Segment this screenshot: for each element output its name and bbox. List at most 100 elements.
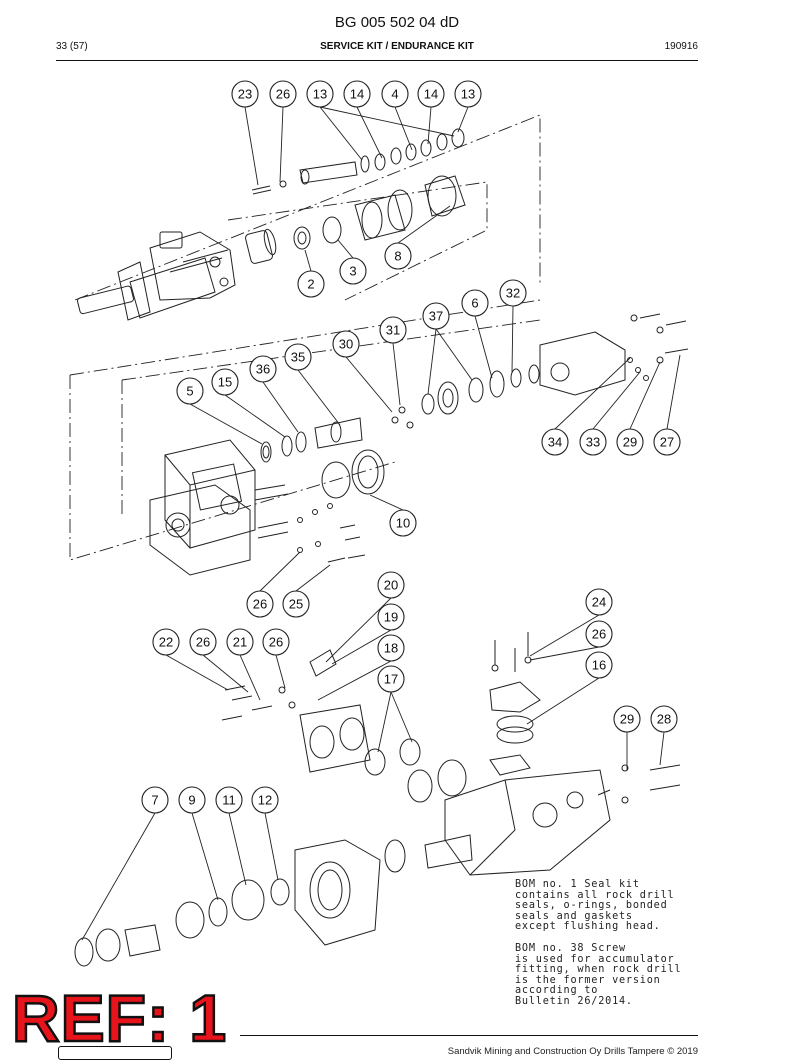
- callout-15: 15: [211, 368, 239, 396]
- callout-6: 6: [461, 289, 489, 317]
- callout-26: 26: [246, 590, 274, 618]
- callout-12: 12: [251, 786, 279, 814]
- callout-label: 6: [471, 296, 478, 311]
- callout-27: 27: [653, 428, 681, 456]
- callout-label: 20: [384, 578, 398, 593]
- callout-24: 24: [585, 588, 613, 616]
- callout-22: 22: [152, 628, 180, 656]
- callout-circle: [332, 330, 360, 358]
- page-number: 33 (57): [56, 41, 88, 52]
- callout-label: 14: [424, 87, 438, 102]
- callout-circle: [417, 80, 445, 108]
- callout-circle: [246, 590, 274, 618]
- callout-label: 2: [307, 277, 314, 292]
- callout-label: 23: [238, 87, 252, 102]
- callout-32: 32: [499, 279, 527, 307]
- callout-8: 8: [384, 242, 412, 270]
- callout-circle: [249, 355, 277, 383]
- document-title: BG 005 502 04 dD: [334, 14, 460, 31]
- callout-label: 26: [276, 87, 290, 102]
- callout-circle: [251, 786, 279, 814]
- callout-label: 36: [256, 362, 270, 377]
- callout-5: 5: [176, 377, 204, 405]
- callout-circle: [541, 428, 569, 456]
- callout-26: 26: [585, 620, 613, 648]
- callout-14: 14: [343, 80, 371, 108]
- callout-circle: [653, 428, 681, 456]
- seal-kit-note: BOM no. 1 Seal kit contains all rock dri…: [515, 879, 675, 933]
- callout-25: 25: [282, 590, 310, 618]
- callout-19: 19: [377, 603, 405, 631]
- callout-circle: [215, 786, 243, 814]
- callout-label: 17: [384, 672, 398, 687]
- middle-housing-assembly: [149, 313, 689, 576]
- callout-label: 19: [384, 610, 398, 625]
- callout-label: 11: [222, 793, 236, 808]
- callout-label: 27: [660, 435, 674, 450]
- callout-circle: [461, 289, 489, 317]
- callout-circle: [454, 80, 482, 108]
- callout-35: 35: [284, 343, 312, 371]
- callout-29: 29: [613, 705, 641, 733]
- callout-9: 9: [178, 786, 206, 814]
- callout-circle: [339, 257, 367, 285]
- callout-label: 4: [391, 87, 398, 102]
- callout-11: 11: [215, 786, 243, 814]
- callout-label: 26: [269, 635, 283, 650]
- callout-circle: [585, 651, 613, 679]
- callout-circle: [269, 80, 297, 108]
- callout-37: 37: [422, 302, 450, 330]
- callout-36: 36: [249, 355, 277, 383]
- callout-label: 3: [349, 264, 356, 279]
- callout-circle: [650, 705, 678, 733]
- callout-7: 7: [141, 786, 169, 814]
- callout-label: 37: [429, 309, 443, 324]
- callout-circle: [176, 377, 204, 405]
- callout-circle: [579, 428, 607, 456]
- callout-circle: [499, 279, 527, 307]
- callout-10: 10: [389, 509, 417, 537]
- callout-circle: [422, 302, 450, 330]
- section-title: SERVICE KIT / ENDURANCE KIT: [320, 41, 474, 52]
- callout-33: 33: [579, 428, 607, 456]
- callout-label: 29: [620, 712, 634, 727]
- callout-circle: [377, 603, 405, 631]
- callout-label: 34: [548, 435, 562, 450]
- callout-16: 16: [585, 651, 613, 679]
- callout-21: 21: [226, 628, 254, 656]
- callout-circle: [381, 80, 409, 108]
- callout-label: 5: [186, 384, 193, 399]
- callout-circle: [343, 80, 371, 108]
- header-rule: [56, 60, 698, 61]
- callout-circle: [613, 705, 641, 733]
- callout-circle: [306, 80, 334, 108]
- callout-26: 26: [262, 628, 290, 656]
- rock-drill-top-assembly: [77, 128, 466, 321]
- screw-note: BOM no. 38 Screw is used for accumulator…: [515, 943, 682, 1007]
- callout-3: 3: [339, 257, 367, 285]
- callout-label: 26: [196, 635, 210, 650]
- callout-label: 32: [506, 286, 520, 301]
- callout-label: 26: [253, 597, 267, 612]
- callout-circle: [231, 80, 259, 108]
- callout-circle: [377, 665, 405, 693]
- callout-4: 4: [381, 80, 409, 108]
- callout-circle: [211, 368, 239, 396]
- callout-circle: [616, 428, 644, 456]
- callout-label: 28: [657, 712, 671, 727]
- callout-label: 12: [258, 793, 272, 808]
- callout-label: 16: [592, 658, 606, 673]
- callout-label: 24: [592, 595, 606, 610]
- callout-circle: [297, 270, 325, 298]
- callout-label: 30: [339, 337, 353, 352]
- callout-circle: [284, 343, 312, 371]
- callout-label: 33: [586, 435, 600, 450]
- footer-copyright: Sandvik Mining and Construction Oy Drill…: [447, 1046, 698, 1057]
- ref-stamp: REF: 1: [11, 981, 228, 1055]
- callout-26: 26: [189, 628, 217, 656]
- callout-circle: [141, 786, 169, 814]
- lower-assembly: [74, 632, 681, 967]
- callout-circle: [384, 242, 412, 270]
- callout-label: 35: [291, 350, 305, 365]
